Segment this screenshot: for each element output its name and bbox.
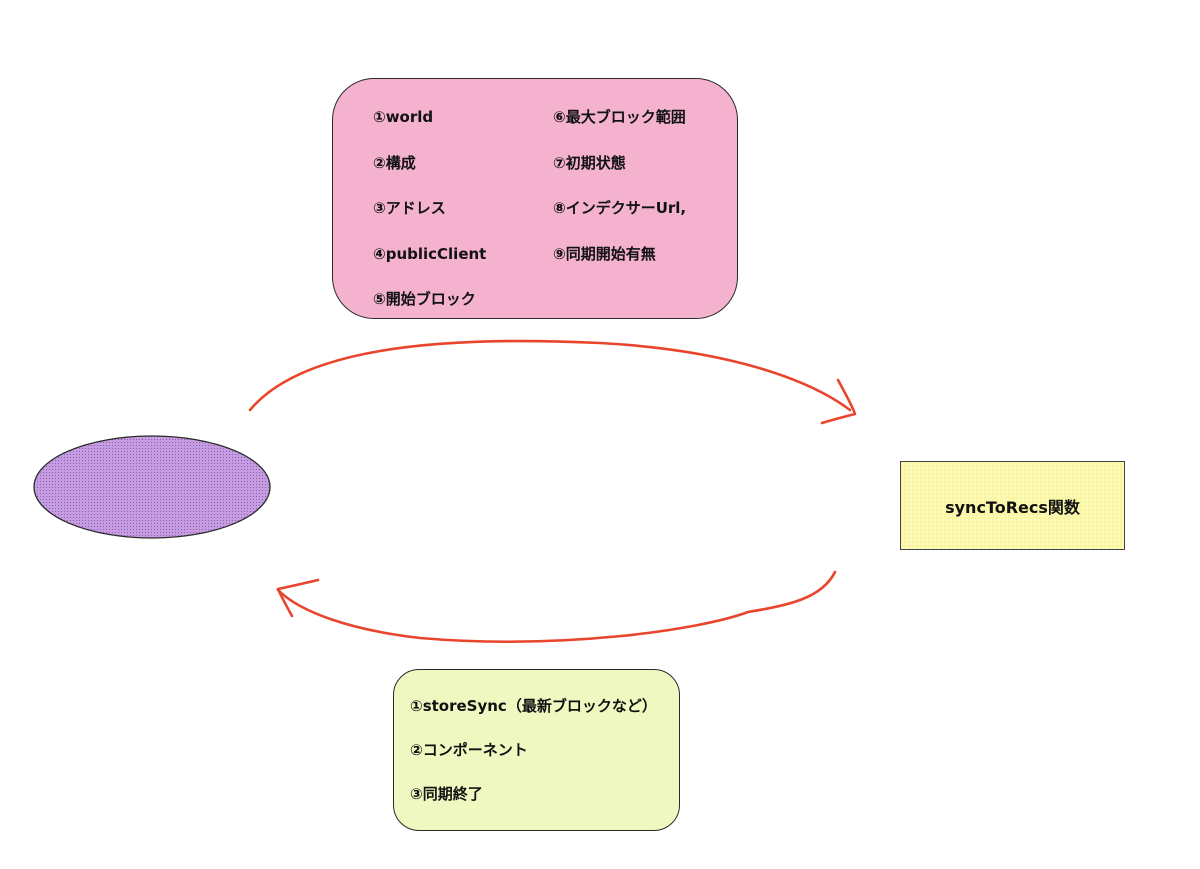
input-item: ⑨同期開始有無 [553,244,656,263]
input-item: ②構成 [373,153,416,172]
function-box: syncToRecs関数 [900,461,1125,550]
input-item: ⑥最大ブロック範囲 [553,108,686,126]
output-item: ③同期終了 [410,785,483,803]
input-item: ⑦初期状態 [553,153,626,172]
function-label: syncToRecs関数 [945,497,1080,517]
inputs-box: ①world ②構成 ③アドレス ④publicClient ⑤開始ブロック ⑥… [332,78,738,319]
inputs-right-column: ⑥最大ブロック範囲 ⑦初期状態 ⑧インデクサーUrl, ⑨同期開始有無 [553,107,686,289]
input-item: ①world [373,108,434,126]
outputs-box: ①storeSync（最新ブロックなど） ②コンポーネント ③同期終了 [393,669,680,831]
request-arrow [248,339,857,425]
response-arrow [276,570,837,643]
input-item: ④publicClient [373,244,487,263]
output-item: ①storeSync（最新ブロックなど） [410,697,657,715]
inputs-left-column: ①world ②構成 ③アドレス ④publicClient ⑤開始ブロック [373,107,486,335]
input-item: ③アドレス [373,199,446,217]
input-item: ⑤開始ブロック [373,290,476,308]
output-item: ②コンポーネント [410,741,528,759]
caller-ellipse [33,435,271,539]
input-item: ⑧インデクサーUrl, [553,199,687,217]
outputs-column: ①storeSync（最新ブロックなど） ②コンポーネント ③同期終了 [410,696,657,828]
